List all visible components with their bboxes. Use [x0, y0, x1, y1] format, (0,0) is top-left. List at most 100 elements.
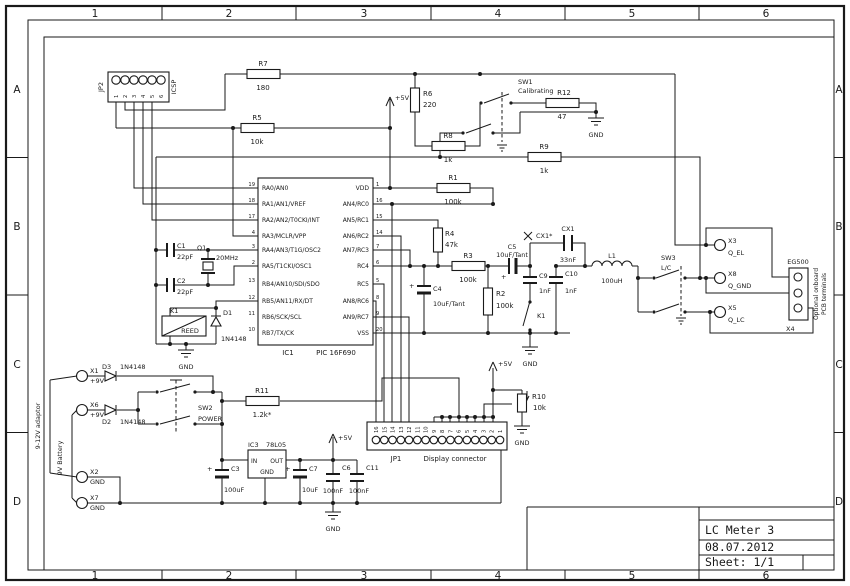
- x5-ref: X5: [728, 304, 737, 312]
- jp1-pin-num: 8: [440, 430, 446, 433]
- jp1-pin-num: 9: [432, 430, 438, 433]
- r3-ref: R3: [463, 252, 472, 260]
- eg500-label: EG500: [787, 258, 809, 266]
- cx1-star-ref: CX1*: [536, 232, 553, 240]
- v5-label: +5V: [498, 360, 513, 368]
- c7-polarity: +: [285, 465, 290, 473]
- row-label: C: [13, 359, 20, 371]
- ic3-part: 78L05: [266, 441, 286, 449]
- jp1-pin-num: 14: [391, 426, 397, 433]
- ic1-pin-num: 13: [248, 278, 255, 284]
- r5-ref: R5: [252, 114, 261, 122]
- r8-value: 1k: [444, 156, 453, 164]
- c10-value: 1nF: [565, 287, 577, 295]
- ic1-pin: RB6/SCK/SCL: [262, 314, 302, 321]
- col-label: 2: [226, 8, 233, 20]
- row-label: B: [835, 221, 842, 233]
- c7-value: 10uF: [302, 486, 318, 494]
- r8-ref: R8: [443, 132, 452, 140]
- ic1-pin-num: 18: [248, 198, 255, 204]
- col-label: 5: [629, 570, 636, 582]
- gnd-label: GND: [589, 131, 604, 139]
- ic1-pin-num: 19: [248, 182, 255, 188]
- q1-value: 20MHz: [216, 254, 239, 262]
- jp1-pin-num: 3: [481, 430, 487, 433]
- ic1-pin: VSS: [357, 330, 369, 337]
- ic1-pin-num: 15: [376, 214, 383, 220]
- ic1-pin: AN8/RC6: [343, 298, 369, 305]
- r4-value: 47k: [445, 241, 459, 249]
- eg500-note: PCB terminals: [821, 273, 828, 315]
- r10-value: 10k: [533, 404, 547, 412]
- col-label: 3: [361, 8, 368, 20]
- junction-dots: [118, 72, 712, 505]
- d1-value: 1N4148: [221, 335, 247, 343]
- sw3-label: L/C: [661, 264, 672, 272]
- relay-coil-k1: K1 REED: [161, 307, 207, 337]
- r7-ref: R7: [258, 60, 267, 68]
- ic1-pin: RA4/AN3/T1G/OSC2: [262, 247, 321, 254]
- r9-value: 1k: [540, 167, 549, 175]
- r7-value: 180: [256, 84, 269, 92]
- c1-value: 22pF: [177, 253, 193, 261]
- row-label: A: [835, 84, 843, 96]
- c4-polarity: +: [409, 282, 414, 290]
- terminal-x6: X6+9V: [75, 401, 105, 419]
- c11-ref: C11: [366, 464, 379, 472]
- ic1-part: PIC 16F690: [316, 349, 356, 357]
- ic1-pin-num: 9: [376, 311, 379, 317]
- k1-coil-label: REED: [181, 327, 199, 335]
- jp2-pin-num: 3: [132, 95, 138, 98]
- r9-ref: R9: [539, 143, 548, 151]
- eg500-terminal-block: EG500 X4 Optional onboard PCB terminals: [786, 258, 828, 333]
- r12-ref: R12: [557, 89, 571, 97]
- capacitor-c1: C1 22pF: [166, 242, 193, 261]
- c11-value: 100nF: [349, 487, 370, 495]
- x8-label: Q_GND: [728, 282, 751, 290]
- switch-sw2: SW2 POWER: [155, 383, 223, 426]
- ic1-pin: RA5/T1CKI/OSC1: [262, 263, 312, 270]
- ic1-pin-num: 4: [252, 230, 256, 236]
- jp1-pin-num: 10: [424, 426, 430, 433]
- x1-label: +9V: [90, 377, 105, 385]
- row-label: D: [13, 496, 21, 508]
- ic1-pin: AN6/RC2: [343, 233, 369, 240]
- jp1-label: Display connector: [423, 455, 486, 463]
- c1-ref: C1: [177, 242, 186, 250]
- c3-polarity: +: [207, 465, 212, 473]
- resistor-r8: R8 1k: [431, 132, 466, 164]
- ic3-ref: IC3: [248, 441, 259, 449]
- col-label: 4: [495, 8, 502, 20]
- ic1-pin-num: 3: [252, 244, 255, 250]
- jp1-pin-num: 15: [382, 426, 388, 433]
- r2-value: 100k: [496, 302, 514, 310]
- ic1-pin: RA0/AN0: [262, 185, 288, 192]
- gnd-symbol: [513, 425, 531, 434]
- ic1-pin-num: 2: [252, 260, 255, 266]
- x3-ref: X3: [728, 237, 737, 245]
- jp1-ref: JP1: [390, 455, 402, 463]
- jp1-pin-num: 5: [465, 430, 471, 433]
- c4-value: 10uF/Tant: [433, 300, 465, 308]
- c2-ref: C2: [177, 277, 186, 285]
- col-label: 2: [226, 570, 233, 582]
- r2-ref: R2: [496, 290, 505, 298]
- r1-value: 100k: [444, 198, 462, 206]
- row-label: D: [835, 496, 843, 508]
- ic1-pin: AN9/RC7: [343, 314, 369, 321]
- jp2-icsp-connector: 1 2 3 4 5 6 JP2 ICSP: [97, 71, 178, 103]
- sw1-label: Calibrating: [518, 87, 554, 95]
- jp2-label: ICSP: [170, 80, 178, 95]
- gnd-label: GND: [515, 439, 530, 447]
- x5-label: Q_LC: [728, 316, 745, 324]
